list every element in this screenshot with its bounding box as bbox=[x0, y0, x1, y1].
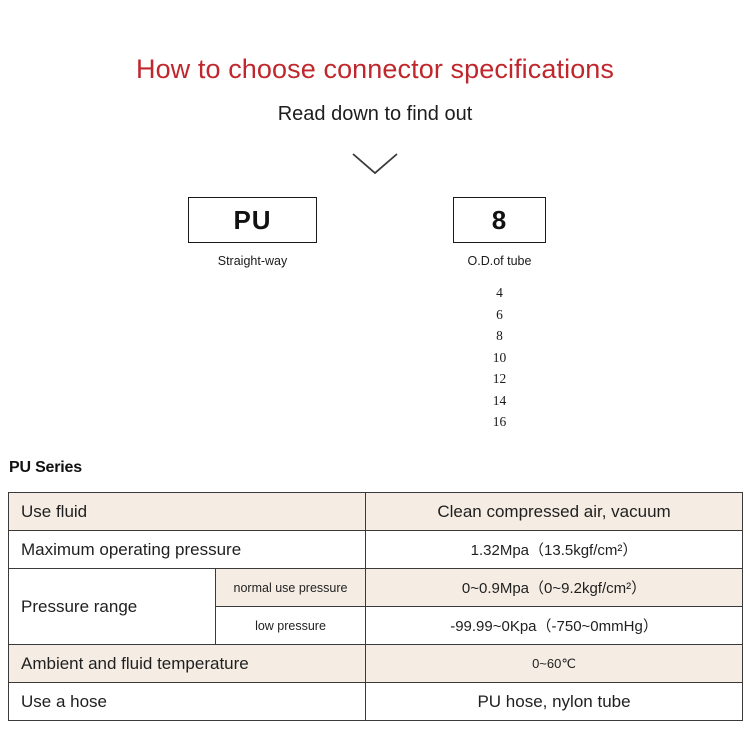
od-size-option: 6 bbox=[496, 306, 503, 322]
od-size-list: 4 6 8 10 12 14 16 bbox=[453, 282, 546, 433]
spec-sub-label: low pressure bbox=[214, 606, 367, 645]
spec-sub-label: normal use pressure bbox=[214, 568, 367, 607]
code-box-series: PU bbox=[188, 197, 317, 243]
spec-label: Ambient and fluid temperature bbox=[7, 644, 367, 683]
spec-table: Use fluid Clean compressed air, vacuum M… bbox=[7, 492, 744, 721]
table-row: Use a hose PU hose, nylon tube bbox=[7, 682, 744, 721]
spec-label: Use a hose bbox=[7, 682, 367, 721]
spec-value: 1.32Mpa（13.5kgf/cm²） bbox=[365, 530, 744, 569]
spec-value: 0~60℃ bbox=[365, 644, 744, 683]
od-size-option: 12 bbox=[492, 371, 507, 386]
table-row: Use fluid Clean compressed air, vacuum bbox=[7, 492, 744, 531]
code-box-od-caption: O.D.of tube bbox=[467, 254, 532, 268]
code-box-od: 8 bbox=[453, 197, 546, 243]
spec-table-heading: PU Series bbox=[9, 459, 82, 476]
table-row: low pressure -99.99~0Kpa（-750~0mmHg） bbox=[9, 606, 744, 645]
od-size-option: 8 bbox=[496, 328, 503, 343]
table-row: Ambient and fluid temperature 0~60℃ bbox=[7, 644, 744, 683]
chevron-down-icon bbox=[352, 153, 398, 175]
od-size-option: 14 bbox=[492, 392, 507, 408]
od-size-option: 16 bbox=[492, 414, 507, 429]
spec-value: Clean compressed air, vacuum bbox=[365, 492, 744, 531]
table-row: Maximum operating pressure 1.32Mpa（13.5k… bbox=[7, 530, 744, 569]
page-subtitle: Read down to find out bbox=[277, 103, 473, 125]
od-size-option: 10 bbox=[492, 349, 507, 365]
od-size-option: 4 bbox=[496, 285, 503, 300]
code-box-series-caption: Straight-way bbox=[217, 254, 288, 268]
spec-label: Maximum operating pressure bbox=[7, 530, 367, 569]
spec-label: Use fluid bbox=[7, 492, 367, 531]
table-row: Pressure range normal use pressure 0~0.9… bbox=[8, 568, 744, 645]
page-title: How to choose connector specifications bbox=[135, 54, 615, 84]
spec-value: -99.99~0Kpa（-750~0mmHg） bbox=[365, 606, 744, 645]
spec-label: Pressure range bbox=[8, 568, 216, 645]
spec-value: 0~0.9Mpa（0~9.2kgf/cm²） bbox=[365, 568, 744, 607]
spec-value: PU hose, nylon tube bbox=[365, 682, 744, 721]
